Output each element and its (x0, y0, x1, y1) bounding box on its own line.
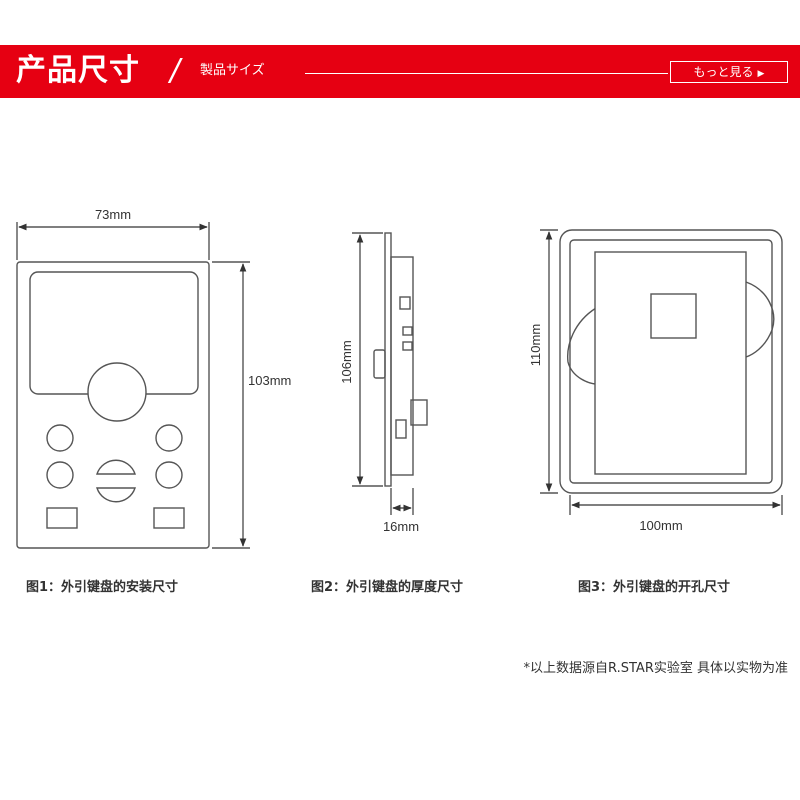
figure-3-panel-cutout (540, 229, 783, 515)
side-connector (410, 399, 428, 426)
dim-label-height: 106mm (339, 340, 354, 383)
keypad-button (155, 424, 183, 452)
section-subtitle: 製品サイズ (200, 63, 265, 78)
dim-label-width: 100mm (639, 518, 682, 533)
disclaimer-note: *以上数据源自R.STAR实验室 具体以实物为准 (523, 661, 788, 676)
keypad-button (155, 461, 183, 489)
keypad-soft-key (46, 507, 78, 529)
section-title: 产品尺寸 (16, 53, 140, 88)
keypad-down-button (96, 487, 136, 503)
side-knob-profile (373, 349, 386, 379)
cutout-left-notch (567, 307, 597, 385)
keypad-button (46, 461, 74, 489)
figure-2-caption: 图2：外引键盘的厚度尺寸 (311, 580, 464, 595)
panel-outer (559, 229, 783, 494)
panel-window (650, 293, 697, 339)
title-slash: / (170, 53, 181, 88)
keypad-up-button (96, 459, 136, 475)
side-component (402, 326, 413, 336)
header-banner: 产品尺寸 / 製品サイズ もっと見る▶ (0, 45, 800, 98)
dim-label-height: 103mm (248, 373, 291, 388)
figure-1-caption: 图1：外引键盘的安装尺寸 (26, 580, 179, 595)
figure-3-caption: 图3：外引键盘的开孔尺寸 (578, 580, 731, 595)
dim-label-thickness: 16mm (383, 519, 419, 534)
dim-label-height: 110mm (528, 324, 543, 366)
header-divider (305, 73, 668, 74)
keypad-center-knob (87, 362, 147, 422)
side-bezel (384, 232, 392, 487)
keypad-body (16, 261, 210, 549)
figure-1-keypad-front (16, 222, 250, 549)
side-component (402, 341, 413, 351)
side-component (399, 296, 411, 310)
keypad-soft-key (153, 507, 185, 529)
side-body (390, 256, 414, 476)
dim-label-width: 73mm (95, 207, 131, 222)
figure-2-keypad-side (352, 232, 428, 515)
more-button[interactable]: もっと見る▶ (670, 61, 788, 83)
play-arrow-icon: ▶ (757, 69, 765, 79)
more-button-label: もっと見る (693, 65, 754, 79)
cutout-right-notch (745, 281, 775, 358)
keypad-button (46, 424, 74, 452)
panel-inner (569, 239, 773, 484)
panel-opening (594, 251, 747, 475)
side-component (395, 419, 407, 439)
